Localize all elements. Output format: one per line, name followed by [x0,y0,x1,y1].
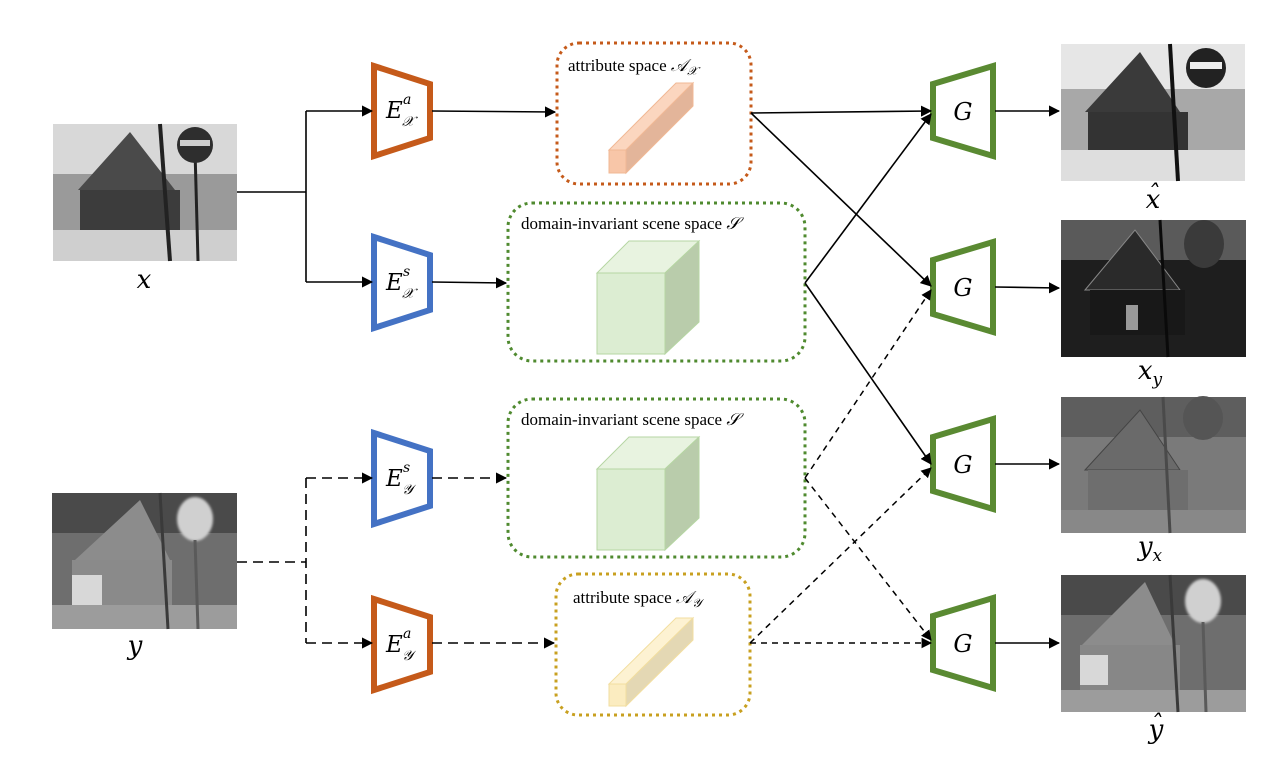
generator-4: G [930,593,996,693]
encoder-scene-y-sup: s [403,460,410,476]
attribute-vector-x-icon [607,81,695,175]
encoder-scene-x: E s 𝒳 [371,232,433,333]
output-label-x-hat-accent: ˆ [1147,180,1159,208]
input-image-x [53,123,237,262]
scene-space-y-text: domain-invariant scene space [521,410,726,429]
attribute-space-x-text: attribute space [568,56,671,75]
output-label-y-x-sub: x [1153,546,1163,566]
output-label-y-hat: y [1148,715,1164,745]
svg-text:xy: xy [1138,356,1163,390]
encoder-scene-y-main: E [385,466,403,492]
output-label-x-y-sub: y [1152,370,1163,390]
input-image-y [52,492,237,630]
generator-3: G [930,414,996,514]
svg-text:attribute space 𝒜𝒳: attribute space 𝒜𝒳 [568,56,701,78]
scene-space-x-symbol: 𝒮 [726,214,744,233]
output-image-x-hat [1061,43,1245,182]
generator-2-label: G [953,274,972,302]
input-label-y: y [127,631,143,661]
generator-3-label: G [953,451,972,479]
attribute-space-y-symbol: 𝒜 [676,588,697,607]
attribute-vector-y-icon [607,616,695,708]
input-label-x: x [137,265,152,295]
output-image-x-y [1061,219,1246,358]
encoder-attribute-x-sub: 𝒳 [402,114,418,130]
attribute-space-x-symbol: 𝒜 [671,56,692,75]
output-label-x-hat: x [1146,185,1161,215]
encoder-attribute-y: E a 𝒴 [371,594,433,695]
generator-2: G [930,237,996,337]
encoder-attribute-x-sup: a [403,92,411,108]
scene-space-y: domain-invariant scene space 𝒮 [506,397,807,559]
generator-1-label: G [953,98,972,126]
encoder-scene-x-sub: 𝒳 [402,286,418,302]
svg-text:yx: yx [1137,532,1163,566]
attribute-space-y-text: attribute space [573,588,676,607]
dashed-cross-connectors [749,289,933,649]
scene-space-y-symbol: 𝒮 [726,410,744,429]
svg-text:domain-invariant scene space �: domain-invariant scene space 𝒮 [521,214,744,233]
output-label-x-y: x [1138,356,1153,386]
encoder-scene-y: E s 𝒴 [371,428,433,529]
attribute-space-y-sub: 𝒴 [692,596,705,610]
encoder-attribute-y-sup: a [403,626,411,642]
svg-text:attribute space 𝒜𝒴: attribute space 𝒜𝒴 [573,588,705,610]
output-label-y-x: y [1137,532,1153,562]
encoder-scene-x-main: E [385,270,403,296]
scene-space-x-text: domain-invariant scene space [521,214,726,233]
scene-space-x: domain-invariant scene space 𝒮 [506,201,807,363]
scene-cube-x-icon [595,239,701,356]
dashed-connectors [237,472,556,649]
attribute-space-x: attribute space 𝒜𝒳 [555,41,753,186]
output-label-y-hat-accent: ˆ [1150,710,1162,738]
scene-cube-y-icon [595,435,701,552]
output-image-y-x [1061,396,1246,534]
encoder-attribute-y-main: E [385,632,403,658]
generator-4-label: G [953,630,972,658]
svg-text:domain-invariant scene space �: domain-invariant scene space 𝒮 [521,410,744,429]
attribute-space-y: attribute space 𝒜𝒴 [554,572,752,717]
generator-1: G [930,61,996,161]
encoder-attribute-x: E a 𝒳 [371,61,433,161]
encoder-scene-x-sup: s [403,264,410,280]
attribute-space-x-sub: 𝒳 [687,64,701,78]
solid-connectors [237,105,1061,649]
encoder-attribute-x-main: E [385,98,403,124]
output-image-y-hat [1061,574,1246,713]
